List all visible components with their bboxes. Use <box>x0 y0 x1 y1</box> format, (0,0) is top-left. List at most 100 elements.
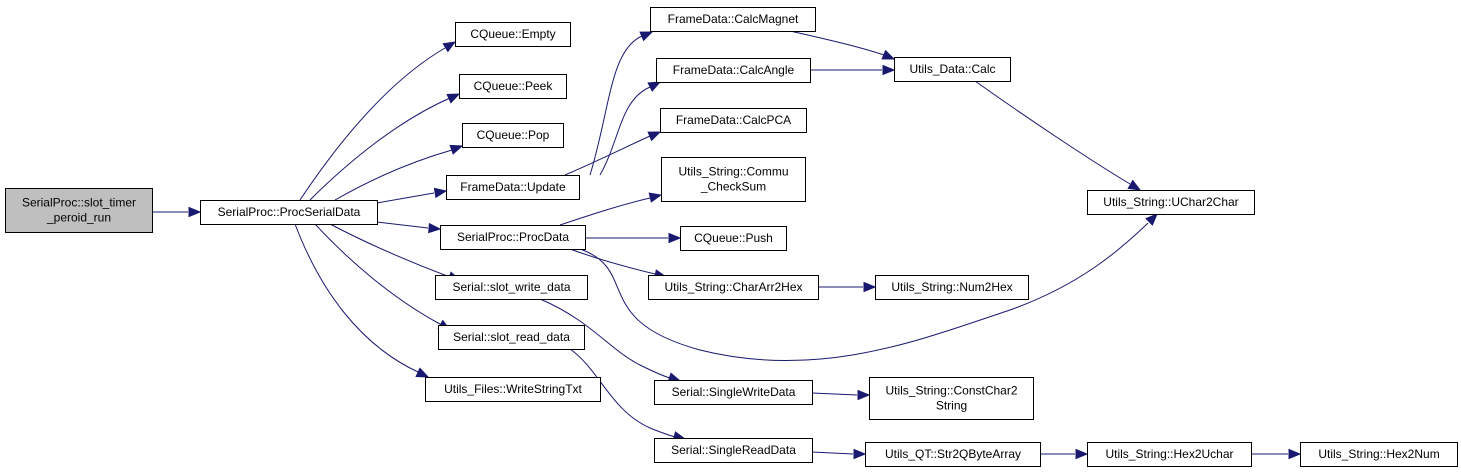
edge-line <box>564 135 651 176</box>
node-label: _CheckSum <box>700 180 766 194</box>
node-box <box>440 225 586 250</box>
edge-line <box>589 35 643 176</box>
node-CQ_Empty[interactable]: CQueue::Empty <box>455 22 571 47</box>
node-FD_Update[interactable]: FrameData::Update <box>446 175 580 200</box>
node-label: Serial::SingleWriteData <box>672 385 796 399</box>
node-box <box>1300 442 1458 467</box>
node-label: Utils_Data::Calc <box>909 62 995 76</box>
node-UQ_Str2Q[interactable]: Utils_QT::Str2QByteArray <box>865 442 1041 467</box>
arrowhead-icon <box>1075 448 1089 460</box>
node-label: FrameData::Update <box>460 180 566 194</box>
node-CQ_Push[interactable]: CQueue::Push <box>680 226 787 251</box>
node-FD_CalcAngle[interactable]: FrameData::CalcAngle <box>656 58 811 83</box>
edge-S_SingleRead-to-UQ_Str2Q <box>811 448 867 460</box>
edge-line <box>559 197 651 226</box>
node-label: Utils_String::Num2Hex <box>891 280 1012 294</box>
edge-line <box>599 86 651 176</box>
edge-SP_ProcData-to-US_CharArr2Hex <box>569 248 668 280</box>
node-UF_Write[interactable]: Utils_Files::WriteStringTxt <box>425 377 601 402</box>
edge-S_write-to-S_SingleWrite <box>539 298 682 383</box>
node-label: CQueue::Peek <box>474 79 554 93</box>
node-box <box>462 123 564 148</box>
node-CQ_Pop[interactable]: CQueue::Pop <box>462 123 564 148</box>
node-US_Num2Hex[interactable]: Utils_String::Num2Hex <box>875 275 1029 300</box>
node-label: Utils_String::Commu <box>678 165 788 179</box>
arrowhead-icon <box>863 281 877 293</box>
node-S_write[interactable]: Serial::slot_write_data <box>435 275 588 300</box>
node-label: CQueue::Pop <box>477 128 550 142</box>
node-box <box>656 58 811 83</box>
edge-line <box>569 348 676 438</box>
node-box <box>894 57 1011 82</box>
node-label: Utils_String::CharArr2Hex <box>664 280 802 294</box>
arrowhead-icon <box>428 222 442 234</box>
node-box <box>435 275 588 300</box>
node-box <box>654 438 813 463</box>
node-US_Commu[interactable]: Utils_String::Commu_CheckSum <box>661 157 806 202</box>
node-label: Serial::slot_write_data <box>452 280 570 294</box>
node-box <box>654 380 813 405</box>
edge-line <box>789 30 885 56</box>
edge-FD_Update-to-FD_CalcMagnet <box>589 31 654 176</box>
node-box <box>648 275 819 300</box>
edge-ProcSerialData-to-CQ_Peek <box>309 93 461 201</box>
node-label: Utils_Files::WriteStringTxt <box>444 382 582 396</box>
arrowhead-icon <box>1145 213 1158 226</box>
edge-ProcSerialData-to-CQ_Pop <box>334 144 464 201</box>
node-label: Utils_String::Hex2Num <box>1318 447 1439 461</box>
node-S_SingleRead[interactable]: Serial::SingleReadData <box>654 438 813 463</box>
node-label: CQueue::Empty <box>470 27 555 41</box>
edge-line <box>811 451 854 455</box>
node-US_Hex2Uchar[interactable]: Utils_String::Hex2Uchar <box>1087 442 1252 467</box>
node-S_read[interactable]: Serial::slot_read_data <box>438 325 585 350</box>
edge-ProcSerialData-to-CQ_Empty <box>299 41 457 201</box>
edge-line <box>569 248 656 275</box>
arrowhead-icon <box>668 232 682 244</box>
arrowhead-icon <box>882 64 896 76</box>
arrowhead-icon <box>881 49 896 60</box>
node-FD_CalcMagnet[interactable]: FrameData::CalcMagnet <box>650 7 816 32</box>
node-ProcSerialData[interactable]: SerialProc::ProcSerialData <box>200 200 378 225</box>
edges-layer <box>152 30 1302 460</box>
node-box <box>875 275 1029 300</box>
node-FD_CalcPCA[interactable]: FrameData::CalcPCA <box>660 108 807 133</box>
node-box <box>1087 190 1255 215</box>
node-box <box>865 442 1041 467</box>
node-label: FrameData::CalcPCA <box>676 113 791 127</box>
node-label: Utils_QT::Str2QByteArray <box>885 447 1021 461</box>
node-SP_ProcData[interactable]: SerialProc::ProcData <box>440 225 586 250</box>
arrowhead-icon <box>1288 448 1302 460</box>
edge-slot_timer-to-ProcSerialData <box>152 206 202 218</box>
node-box <box>200 200 378 225</box>
node-label: Serial::slot_read_data <box>453 330 570 344</box>
node-label: Utils_String::Hex2Uchar <box>1105 447 1233 461</box>
node-label: SerialProc::ProcSerialData <box>218 205 361 219</box>
node-slot_timer[interactable]: SerialProc::slot_timer_peroid_run <box>5 188 153 233</box>
edge-SP_ProcData-to-CQ_Push <box>585 232 682 244</box>
arrowhead-icon <box>449 144 464 155</box>
edge-line <box>314 223 441 325</box>
node-US_Hex2Num[interactable]: Utils_String::Hex2Num <box>1300 442 1458 467</box>
node-S_SingleWrite[interactable]: Serial::SingleWriteData <box>654 380 813 405</box>
arrowhead-icon <box>639 31 654 42</box>
node-label: Utils_String::ConstChar2 <box>885 384 1017 398</box>
node-label: FrameData::CalcAngle <box>673 63 795 77</box>
edge-line <box>974 80 1131 185</box>
node-label: Utils_String::UChar2Char <box>1103 195 1238 209</box>
node-box <box>650 7 816 32</box>
node-UD_Calc[interactable]: Utils_Data::Calc <box>894 57 1011 82</box>
node-box <box>446 175 580 200</box>
node-label: _peroid_run <box>46 211 111 225</box>
node-box <box>660 108 807 133</box>
node-box <box>459 74 567 99</box>
node-box <box>455 22 571 47</box>
node-box <box>1087 442 1252 467</box>
node-CQ_Peek[interactable]: CQueue::Peek <box>459 74 567 99</box>
node-label: Serial::SingleReadData <box>671 443 796 457</box>
node-US_UChar2Char[interactable]: Utils_String::UChar2Char <box>1087 190 1255 215</box>
edge-FD_Update-to-FD_CalcPCA <box>564 131 662 176</box>
node-US_CharArr2Hex[interactable]: Utils_String::CharArr2Hex <box>648 275 819 300</box>
edge-SP_ProcData-to-US_Commu <box>559 192 663 226</box>
